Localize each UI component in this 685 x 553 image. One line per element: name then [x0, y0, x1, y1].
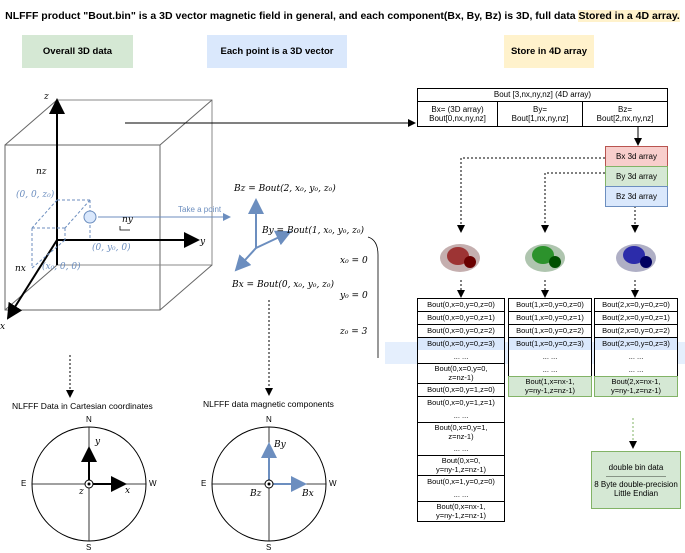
point-x-label: (x₀, 0, 0) — [42, 262, 81, 272]
bout-table-bz: Bz= Bout[2,nx,ny,nz] — [582, 101, 668, 127]
data-cell: ... ... — [417, 409, 505, 423]
data-cell: ... ... — [417, 350, 505, 364]
compass2-s: S — [266, 543, 272, 552]
data-cell: ... ... — [594, 363, 678, 377]
compass1-y: y — [95, 437, 101, 447]
nz-label: nz — [36, 167, 47, 177]
bout-by-line1: By= — [532, 104, 547, 114]
point-y-label: (0, y₀, 0) — [92, 243, 131, 253]
bin-title: double bin data — [608, 462, 664, 472]
compass2-bx: Bx — [302, 489, 314, 499]
take-point-label: Take a point — [178, 205, 222, 214]
nx-label: nx — [15, 264, 26, 274]
header-store: Store in 4D array — [504, 35, 594, 68]
data-cell: Bout(0,x=0,y=1,z=1) — [417, 396, 505, 410]
compass1-e: E — [21, 479, 27, 488]
bout-by-line2: Bout[1,nx,ny,nz] — [511, 114, 569, 123]
bz-3d-array: Bz 3d array — [605, 186, 668, 207]
compass2-w: W — [329, 479, 337, 488]
compass2-caption: NLFFF data magnetic components — [203, 399, 334, 409]
header-vector: Each point is a 3D vector — [207, 35, 347, 68]
bx-equation: Bx = Bout(0, x₀, y₀, z₀) — [232, 280, 335, 290]
data-cell: Bout(0,x=1,y=0,z=0) — [417, 475, 505, 489]
data-cell: Bout(0,x=nx-1, y=ny-1,z=nz-1) — [417, 501, 505, 522]
axis-z-label: z — [44, 92, 49, 102]
compass1-caption: NLFFF Data in Cartesian coordinates — [12, 401, 153, 411]
header-overall: Overall 3D data — [22, 35, 133, 68]
title-part2: Stored in a 4D array. — [578, 10, 680, 22]
data-cell: ... ... — [417, 488, 505, 502]
data-cell: Bout(0,x=0,y=0,z=1) — [417, 311, 505, 325]
data-cell: ... ... — [594, 350, 678, 364]
z0-value: z₀ = 3 — [340, 327, 368, 337]
compass2-n: N — [266, 415, 272, 424]
data-cell: Bout(0,x=0, y=ny-1,z=nz-1) — [417, 455, 505, 476]
compass2-by: By — [274, 440, 286, 450]
bout-table-bx: Bx= (3D array) Bout[0,nx,ny,nz] — [417, 101, 498, 127]
by-volume-render — [525, 244, 565, 272]
data-cell: Bout(2,x=0,y=0,z=2) — [594, 324, 678, 338]
data-cell: ... ... — [508, 350, 592, 364]
compass2-bz: Bz — [250, 489, 262, 499]
data-cell: Bout(2,x=0,y=0,z=3) — [594, 337, 678, 351]
data-cell: Bout(1,x=0,y=0,z=3) — [508, 337, 592, 351]
data-cell: Bout(0,x=0,y=0, z=nz-1) — [417, 363, 505, 384]
bout-table-title: Bout [3,nx,ny,nz] (4D array) — [417, 88, 668, 102]
compass-cartesian — [31, 426, 147, 542]
data-cell: Bout(1,x=0,y=0,z=2) — [508, 324, 592, 338]
bx-volume-render — [440, 244, 480, 272]
axis-y-label: y — [200, 237, 206, 247]
bx-3d-array: Bx 3d array — [605, 146, 668, 167]
y0-value: y₀ = 0 — [340, 291, 368, 301]
compass1-x: x — [125, 486, 131, 496]
data-cell: Bout(1,x=0,y=0,z=0) — [508, 298, 592, 312]
data-cell: Bout(2,x=0,y=0,z=1) — [594, 311, 678, 325]
page-title: NLFFF product "Bout.bin" is a 3D vector … — [0, 10, 685, 22]
bout-bx-line2: Bout[0,nx,ny,nz] — [429, 114, 486, 123]
data-cell: Bout(0,x=0,y=0,z=0) — [417, 298, 505, 312]
bin-data-box: double bin data ------------------------… — [591, 451, 681, 509]
compass2-e: E — [201, 479, 207, 488]
bz-equation: Bz = Bout(2, x₀, y₀, z₀) — [234, 184, 336, 194]
data-cell: ... ... — [508, 363, 592, 377]
data-cell: Bout(1,x=0,y=0,z=1) — [508, 311, 592, 325]
data-cell: ... ... — [417, 442, 505, 456]
ny-label: ny — [122, 215, 133, 225]
point-z-label: (0, 0, z₀) — [16, 190, 55, 200]
title-part1: NLFFF product "Bout.bin" is a 3D vector … — [5, 10, 579, 22]
data-cell: Bout(0,x=0,y=1,z=0) — [417, 383, 505, 397]
compass1-z: z — [79, 487, 84, 497]
data-cell: Bout(1,x=nx-1, y=ny-1,z=nz-1) — [508, 376, 592, 397]
data-cell: Bout(2,x=nx-1, y=ny-1,z=nz-1) — [594, 376, 678, 397]
bz-volume-render — [616, 244, 656, 272]
bout-bz-line1: Bz= — [617, 104, 632, 114]
compass1-s: S — [86, 543, 92, 552]
x0-value: x₀ = 0 — [340, 256, 368, 266]
axis-x-label: x — [0, 322, 6, 332]
bin-description: 8 Byte double-precision Little Endian — [594, 479, 678, 498]
compass1-w: W — [149, 479, 157, 488]
by-equation: By = Bout(1, x₀, y₀, z₀) — [262, 226, 365, 236]
compass1-n: N — [86, 415, 92, 424]
compass-magnetic — [211, 426, 327, 542]
bin-separator: ------------------------------ — [606, 473, 666, 480]
data-cell: Bout(0,x=0,y=0,z=2) — [417, 324, 505, 338]
data-cell: Bout(2,x=0,y=0,z=0) — [594, 298, 678, 312]
bout-table-by: By= Bout[1,nx,ny,nz] — [497, 101, 583, 127]
data-cell: Bout(0,x=0,y=0,z=3) — [417, 337, 505, 351]
data-cell: Bout(0,x=0,y=1, z=nz-1) — [417, 422, 505, 443]
bout-bx-line1: Bx= (3D array) — [431, 104, 484, 114]
bout-bz-line2: Bout[2,nx,ny,nz] — [596, 114, 654, 123]
by-3d-array: By 3d array — [605, 166, 668, 187]
